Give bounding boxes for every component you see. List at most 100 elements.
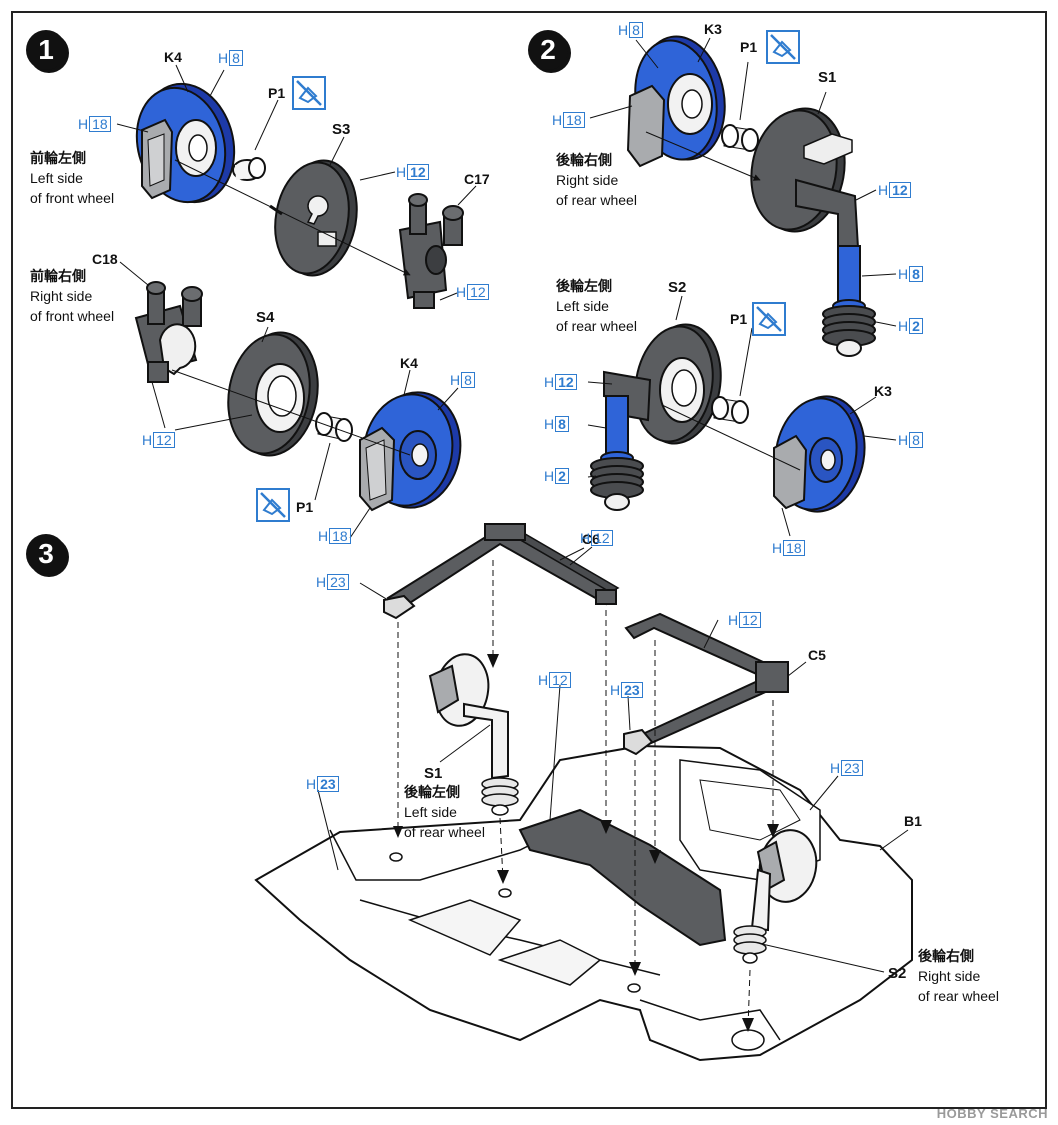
note-ja: 後輪左側 bbox=[556, 278, 612, 294]
note-ja: 後輪左側 bbox=[404, 784, 460, 800]
p1-polycap bbox=[711, 396, 749, 424]
note-en: of front wheel bbox=[30, 308, 115, 324]
paint-number: 12 bbox=[153, 432, 175, 448]
part-label-k4: K4 bbox=[400, 355, 418, 371]
step2-right-rear-assembly bbox=[589, 35, 897, 357]
paint-prefix: H bbox=[898, 266, 909, 282]
paint-number: 18 bbox=[89, 116, 111, 132]
paint-prefix: H bbox=[316, 574, 327, 590]
part-label-k3: K3 bbox=[704, 21, 722, 37]
part-label-s3: S3 bbox=[332, 121, 351, 138]
paint-number: 23 bbox=[621, 682, 643, 698]
part-label-s1: S1 bbox=[424, 765, 443, 782]
note-en: of front wheel bbox=[30, 190, 115, 206]
paint-prefix: H bbox=[830, 760, 841, 776]
paint-number: 8 bbox=[909, 432, 923, 448]
note-en: Right side bbox=[556, 172, 619, 188]
s1-strut bbox=[750, 107, 876, 357]
s3-disc bbox=[274, 159, 358, 277]
paint-prefix: H bbox=[218, 50, 229, 66]
note-ja: 前輪左側 bbox=[30, 150, 86, 166]
c5-arm bbox=[623, 612, 789, 756]
no-cement-icon bbox=[756, 306, 782, 332]
paint-number: 12 bbox=[549, 672, 571, 688]
paint-prefix: H bbox=[898, 318, 909, 334]
paint-number: 12 bbox=[591, 530, 613, 546]
paint-prefix: H bbox=[544, 416, 555, 432]
k3-brake-disc bbox=[634, 35, 726, 161]
no-cement-icon bbox=[260, 492, 286, 518]
paint-number: 12 bbox=[555, 374, 577, 390]
part-label-p1: P1 bbox=[740, 39, 758, 55]
no-cement-icon bbox=[256, 488, 290, 522]
paint-number: 12 bbox=[467, 284, 489, 300]
part-label-c17: C17 bbox=[464, 171, 490, 187]
note-ja: 後輪右側 bbox=[556, 152, 612, 168]
step1-right-front-assembly bbox=[119, 261, 462, 539]
paint-prefix: H bbox=[878, 182, 889, 198]
paint-number: 8 bbox=[555, 416, 569, 432]
paint-number: 23 bbox=[317, 776, 339, 792]
paint-prefix: H bbox=[618, 22, 629, 38]
paint-prefix: H bbox=[450, 372, 461, 388]
paint-prefix: H bbox=[78, 116, 89, 132]
paint-number: 12 bbox=[407, 164, 429, 180]
paint-number: 8 bbox=[229, 50, 243, 66]
step-number-3: 3 bbox=[26, 534, 66, 574]
step-number-1: 1 bbox=[26, 30, 66, 70]
paint-number: 8 bbox=[909, 266, 923, 282]
no-cement-icon bbox=[296, 80, 322, 106]
note-ja: 後輪右側 bbox=[918, 948, 974, 964]
part-label-k3: K3 bbox=[874, 383, 892, 399]
paint-prefix: H bbox=[544, 374, 555, 390]
paint-prefix: H bbox=[456, 284, 467, 300]
s4-disc bbox=[227, 331, 319, 457]
part-label-s4: S4 bbox=[256, 309, 275, 326]
paint-number: 18 bbox=[783, 540, 805, 556]
rear-spring bbox=[733, 925, 767, 964]
paint-number: 18 bbox=[563, 112, 585, 128]
no-cement-icon bbox=[752, 302, 786, 336]
assembly-guides bbox=[397, 560, 774, 1029]
cross-member bbox=[518, 808, 727, 947]
note-rear-right: 後輪右側 Right side of rear wheel bbox=[918, 946, 999, 1006]
part-label-c18: C18 bbox=[92, 251, 118, 267]
s1-strut bbox=[428, 653, 519, 816]
paint-prefix: H bbox=[538, 672, 549, 688]
part-label-c5: C5 bbox=[808, 647, 826, 663]
brake-caliper bbox=[773, 434, 808, 510]
paint-prefix: H bbox=[898, 432, 909, 448]
step3-rear-suspension-install bbox=[254, 523, 913, 1062]
paint-number: 18 bbox=[329, 528, 351, 544]
paint-prefix: H bbox=[772, 540, 783, 556]
paint-prefix: H bbox=[580, 530, 591, 546]
note-en: Right side bbox=[918, 968, 981, 984]
paint-prefix: H bbox=[544, 468, 555, 484]
s2-strut bbox=[590, 323, 722, 511]
note-en: of rear wheel bbox=[556, 192, 637, 208]
note-ja: 前輪右側 bbox=[30, 268, 86, 284]
part-label-b1: B1 bbox=[904, 813, 922, 829]
p1-polycap bbox=[232, 157, 266, 181]
step-number-2: 2 bbox=[528, 30, 568, 70]
note-front-left: 前輪左側 Left side of front wheel bbox=[30, 148, 114, 208]
step1-left-front-assembly bbox=[116, 64, 477, 309]
note-en: of rear wheel bbox=[918, 988, 999, 1004]
b1-chassis bbox=[254, 744, 913, 1062]
paint-prefix: H bbox=[552, 112, 563, 128]
p1-polycap bbox=[721, 124, 759, 152]
